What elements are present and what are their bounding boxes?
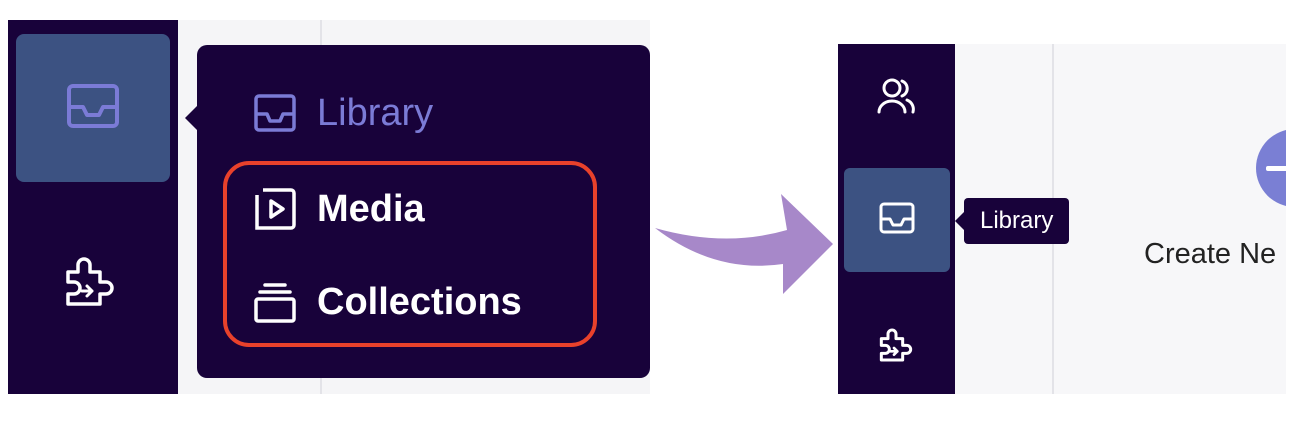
play-video-icon <box>253 187 297 231</box>
inbox-tray-icon <box>66 83 120 133</box>
sidebar <box>838 44 955 394</box>
flyout-caret <box>185 105 198 131</box>
flyout-item-library-label: Library <box>317 91 434 134</box>
inbox-tray-icon <box>879 202 915 238</box>
inbox-tray-icon <box>253 91 297 135</box>
puzzle-icon <box>60 250 120 314</box>
puzzle-icon <box>876 324 916 368</box>
transition-arrow-icon <box>655 194 833 294</box>
library-flyout-menu: Library Media Collections <box>185 45 650 378</box>
users-icon <box>876 76 916 120</box>
users-nav-button[interactable] <box>864 66 928 130</box>
flyout-item-media[interactable]: Media <box>253 187 425 231</box>
flyout-item-media-label: Media <box>317 187 425 230</box>
flyout-item-collections-label: Collections <box>317 280 522 323</box>
library-tooltip: Library <box>954 198 1070 244</box>
right-screenshot-panel: Library Create Ne <box>838 44 1286 394</box>
plus-icon <box>1266 166 1286 171</box>
flyout-item-library[interactable]: Library <box>253 91 433 135</box>
sidebar <box>8 20 178 394</box>
create-new-label: Create Ne <box>1144 238 1277 270</box>
highlight-box <box>223 161 597 347</box>
left-screenshot-panel: Library Media Collections <box>8 20 650 394</box>
library-nav-button[interactable] <box>844 168 950 272</box>
create-new-button[interactable] <box>1256 129 1286 207</box>
plugins-nav-button[interactable] <box>864 314 928 378</box>
plugins-nav-button[interactable] <box>52 244 128 320</box>
stack-collections-icon <box>253 280 297 324</box>
library-nav-button[interactable] <box>16 34 170 182</box>
flyout-item-collections[interactable]: Collections <box>253 280 522 324</box>
